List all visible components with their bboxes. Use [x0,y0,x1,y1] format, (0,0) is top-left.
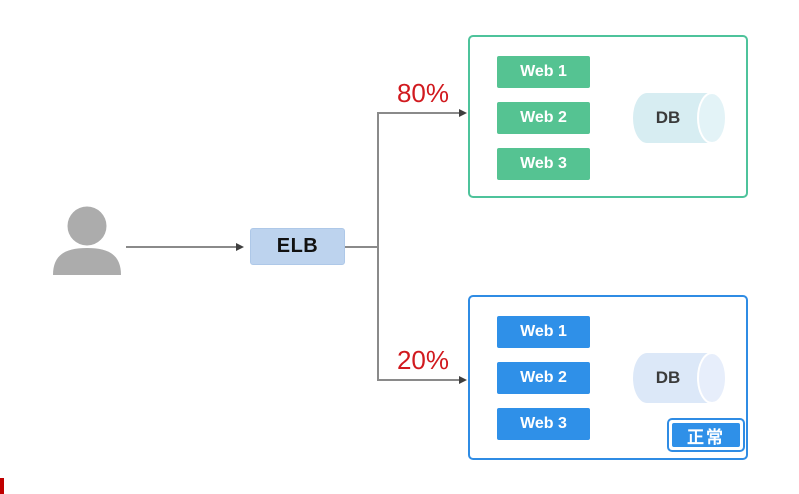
green-web2-label: Web 2 [520,109,567,126]
blue-web2-node: Web 2 [497,362,590,394]
branch-80-label: 80% [396,78,450,108]
branch-20-label: 20% [396,345,450,375]
green-web1-label: Web 1 [520,63,567,80]
server-group-blue: Web 1 Web 2 Web 3 DB 正常 [468,295,748,460]
elb-box: ELB [250,228,345,265]
green-web2-node: Web 2 [497,102,590,134]
red-accent-bar [0,478,4,494]
branch-vertical-line [377,113,379,380]
user-to-elb-line [126,246,236,248]
blue-web1-label: Web 1 [520,323,567,340]
status-badge: 正常 [667,418,745,452]
blue-web2-label: Web 2 [520,369,567,386]
user-icon-svg [53,206,121,275]
blue-web3-node: Web 3 [497,408,590,440]
blue-db-cylinder-svg [633,352,727,404]
green-web3-node: Web 3 [497,148,590,180]
green-web1-node: Web 1 [497,56,590,88]
elb-label: ELB [276,235,319,257]
server-group-green: Web 1 Web 2 Web 3 DB [468,35,748,198]
green-web3-label: Web 3 [520,155,567,172]
branch-80-line [377,112,459,114]
user-icon [50,205,124,275]
blue-db-cylinder-icon: DB [632,352,727,404]
blue-web1-node: Web 1 [497,316,590,348]
status-badge-inner: 正常 [672,423,740,447]
green-db-label: DB [655,108,681,127]
branch-80-arrowhead-icon [459,109,467,117]
elb-connector-line [345,246,378,248]
green-db-cylinder-svg [633,92,727,144]
branch-20-line [377,379,459,381]
status-label: 正常 [687,427,725,447]
green-db-cylinder-icon: DB [632,92,727,144]
user-to-elb-arrowhead-icon [236,243,244,251]
blue-db-label: DB [655,368,681,387]
blue-web3-label: Web 3 [520,415,567,432]
branch-20-arrowhead-icon [459,376,467,384]
